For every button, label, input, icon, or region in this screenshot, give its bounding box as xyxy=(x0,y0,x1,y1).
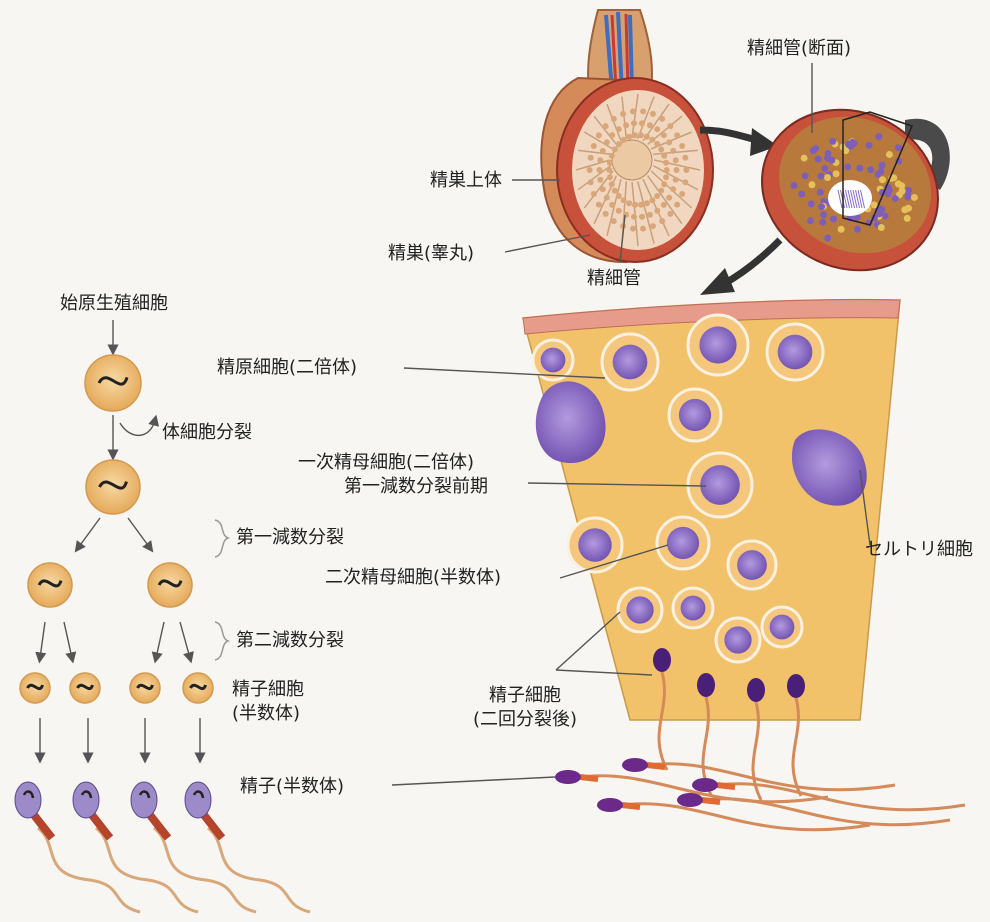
lineage-arrow xyxy=(156,622,164,658)
sperm-head xyxy=(787,674,805,698)
lineage-arrow xyxy=(64,622,72,658)
germ-cell-nucleus xyxy=(681,596,706,621)
sperm-head xyxy=(597,798,623,812)
sperm-head xyxy=(73,782,99,818)
sperm-midpiece xyxy=(622,805,640,807)
label-spermatid: 精子細胞 (半数体) xyxy=(232,678,304,726)
label-secondary-spermatocyte: 二次精母細胞(半数体) xyxy=(325,567,501,589)
brace xyxy=(215,622,228,660)
sperm-head xyxy=(555,770,581,784)
label-meiosis1: 第一減数分裂 xyxy=(236,527,344,549)
label-sertoli-cell: セルトリ細胞 xyxy=(865,539,973,561)
sperm-tail xyxy=(208,828,310,912)
label-meiosis2: 第二減数分裂 xyxy=(236,630,344,652)
label-testis: 精巣(睾丸) xyxy=(388,243,474,265)
sperm-head xyxy=(15,782,41,818)
label-primary-spermatocyte: 一次精母細胞(二倍体) xyxy=(298,452,474,474)
germ-cell-nucleus xyxy=(578,528,611,561)
label-spermatid-after-line2: (二回分裂後) xyxy=(455,708,595,732)
lineage-arrow xyxy=(180,622,190,658)
sperm-head xyxy=(747,678,765,702)
sperm-head xyxy=(697,673,715,697)
germ-cell-nucleus xyxy=(778,335,813,370)
label-somatic-division: 体細胞分裂 xyxy=(162,422,252,444)
germ-cell-nucleus xyxy=(699,326,736,363)
germ-cell-nucleus xyxy=(770,615,795,640)
sperm-tail xyxy=(96,828,198,912)
germ-cell-nucleus xyxy=(667,527,699,559)
tubule-cross-section xyxy=(735,81,964,298)
label-spermatogonium: 精原細胞(二倍体) xyxy=(217,357,357,379)
testis-illustration xyxy=(541,10,713,262)
lineage-arrow xyxy=(78,518,100,548)
sperm-midpiece xyxy=(717,785,735,787)
germ-cell-nucleus xyxy=(613,345,648,380)
label-tubule-section: 精細管(断面) xyxy=(747,38,851,60)
sperm-head xyxy=(692,778,718,792)
label-seminiferous-tubule: 精細管 xyxy=(587,268,641,290)
germ-cell-nucleus xyxy=(737,550,767,580)
label-epididymis: 精巣上体 xyxy=(430,170,502,192)
germ-cell-nucleus xyxy=(626,596,653,623)
label-sperm: 精子(半数体) xyxy=(240,776,344,798)
sperm-tail xyxy=(38,828,140,912)
sperm-tail xyxy=(154,828,256,912)
brace xyxy=(215,520,228,557)
lineage-arrow xyxy=(128,518,150,548)
secondary-spermatocyte-cell xyxy=(28,563,72,607)
sperm-midpiece xyxy=(647,765,665,767)
cell-lineage xyxy=(15,320,310,912)
label-spermatid-line1: 精子細胞 xyxy=(232,678,304,702)
division-arrow xyxy=(120,420,155,435)
free-sperm xyxy=(555,758,965,830)
primordial-cell xyxy=(85,355,141,411)
germ-cell-nucleus xyxy=(724,626,751,653)
germ-cell-nucleus xyxy=(541,348,566,373)
sperm-midpiece xyxy=(702,800,720,802)
sperm-tail xyxy=(717,784,965,810)
label-meiosis1-prophase: 第一減数分裂前期 xyxy=(344,476,488,498)
label-spermatid-after: 精子細胞 (二回分裂後) xyxy=(455,684,595,732)
sperm-midpiece xyxy=(580,777,598,779)
sperm-head xyxy=(622,758,648,772)
label-primordial-germ-cell: 始原生殖細胞 xyxy=(60,293,168,315)
sperm-head xyxy=(185,782,211,818)
sperm-head xyxy=(653,648,671,672)
primary-spermatocyte-cell xyxy=(86,460,140,514)
sperm-head xyxy=(677,793,703,807)
germ-cell-nucleus xyxy=(700,465,740,505)
label-spermatid-after-line1: 精子細胞 xyxy=(455,684,595,708)
sperm-tail xyxy=(622,804,870,830)
secondary-spermatocyte-cell xyxy=(148,563,192,607)
sperm-head xyxy=(131,782,157,818)
lineage-arrow xyxy=(40,622,45,658)
germ-cell-nucleus xyxy=(679,399,711,431)
label-spermatid-line2: (半数体) xyxy=(232,702,304,726)
